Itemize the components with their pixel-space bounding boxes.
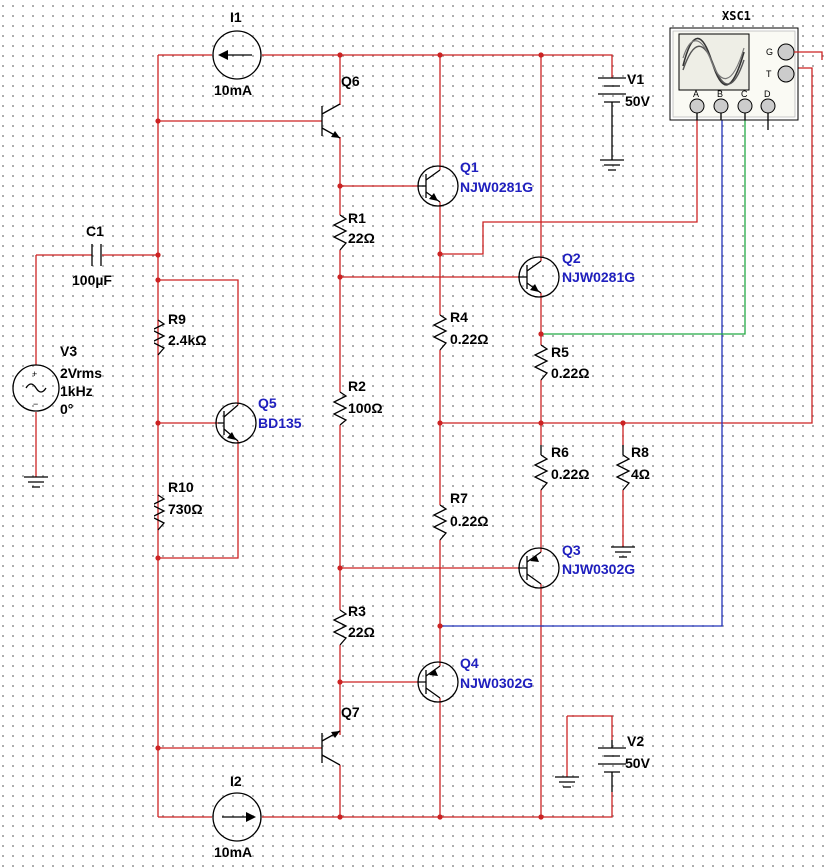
transistor-q5[interactable]: Q5 BD135 [215, 395, 302, 444]
r5-value: 0.22Ω [551, 365, 589, 381]
r8-value: 4Ω [631, 466, 650, 482]
current-source-i2[interactable]: I2 10mA [212, 773, 262, 860]
v2-ref: V2 [627, 733, 644, 749]
xsc1-terminal-g[interactable] [777, 43, 795, 61]
transistor-q7[interactable]: Q7 [321, 704, 360, 766]
transistor-q4[interactable]: Q4 NJW0302G [417, 655, 533, 703]
xsc1-ref: XSC1 [722, 9, 751, 23]
transistor-q6[interactable]: Q6 [321, 73, 360, 139]
v3-amplitude: 2Vrms [60, 365, 102, 381]
transistor-q1[interactable]: Q1 NJW0281G [417, 159, 533, 207]
oscilloscope-xsc1[interactable]: XSC1 G T A B C D [669, 9, 823, 130]
xsc1-port-t-label: T [766, 69, 772, 79]
svg-text:−: − [33, 399, 38, 409]
i2-value: 10mA [214, 844, 252, 860]
q3-model: NJW0302G [562, 561, 635, 577]
c1-value: 100µF [72, 272, 112, 288]
xsc1-terminal-t[interactable] [777, 65, 795, 83]
r4-ref: R4 [450, 309, 468, 325]
r10-value: 730Ω [168, 501, 203, 517]
v3-phase: 0° [60, 401, 73, 417]
resistor-bodies [150, 214, 631, 646]
xsc1-terminal-c[interactable] [737, 98, 753, 114]
r7-ref: R7 [450, 490, 468, 506]
xsc1-port-a-label: A [693, 89, 699, 99]
xsc1-port-d-label: D [764, 89, 771, 99]
r8-ref: R8 [631, 444, 649, 460]
xsc1-terminal-a[interactable] [689, 98, 705, 114]
q4-model: NJW0302G [460, 675, 533, 691]
q3-ref: Q3 [562, 542, 581, 558]
q2-ref: Q2 [562, 250, 581, 266]
dc-source-v1[interactable]: V1 50V [598, 71, 651, 171]
r3-value: 22Ω [348, 624, 375, 640]
r9-value: 2.4kΩ [168, 332, 206, 348]
xsc1-port-b-label: B [717, 89, 723, 99]
dc-source-v2[interactable]: V2 50V [598, 733, 651, 792]
wire-channel-b [440, 117, 723, 627]
xsc1-port-c-label: C [741, 89, 748, 99]
r9-ref: R9 [168, 311, 186, 327]
r7-value: 0.22Ω [450, 513, 488, 529]
r2-value: 100Ω [348, 400, 383, 416]
r1-ref: R1 [348, 210, 366, 226]
r6-ref: R6 [551, 444, 569, 460]
transistor-q3[interactable]: Q3 NJW0302G [518, 542, 635, 589]
i2-ref: I2 [230, 773, 242, 789]
wires [35, 54, 813, 818]
q4-ref: Q4 [460, 655, 479, 671]
i1-ref: I1 [230, 9, 242, 25]
transistor-q2[interactable]: Q2 NJW0281G [518, 250, 635, 298]
r1-value: 22Ω [348, 230, 375, 246]
q7-ref: Q7 [341, 704, 360, 720]
xsc1-terminal-b[interactable] [713, 98, 729, 114]
v1-ref: V1 [627, 71, 644, 87]
r3-ref: R3 [348, 603, 366, 619]
v3-frequency: 1kHz [60, 383, 93, 399]
q6-ref: Q6 [341, 73, 360, 89]
wire-channel-c [541, 117, 746, 335]
v1-value: 50V [625, 93, 651, 109]
resistor-labels: R1 22Ω R2 100Ω R3 22Ω R4 0.22Ω R5 0.22Ω … [168, 210, 650, 640]
ac-source-v3[interactable]: + − V3 2Vrms 1kHz 0° [12, 343, 102, 417]
r4-value: 0.22Ω [450, 331, 488, 347]
current-source-i1[interactable]: I1 10mA [212, 9, 262, 98]
q5-ref: Q5 [258, 395, 277, 411]
xsc1-port-g-label: G [766, 47, 773, 57]
i1-value: 10mA [214, 82, 252, 98]
r6-value: 0.22Ω [551, 466, 589, 482]
c1-ref: C1 [86, 223, 104, 239]
svg-text:+: + [32, 369, 37, 379]
q5-model: BD135 [258, 415, 302, 431]
r5-ref: R5 [551, 344, 569, 360]
q2-model: NJW0281G [562, 269, 635, 285]
v3-ref: V3 [60, 343, 77, 359]
ground-symbols [24, 476, 635, 788]
r2-ref: R2 [348, 378, 366, 394]
junctions [155, 52, 626, 820]
v2-value: 50V [625, 755, 651, 771]
r10-ref: R10 [168, 479, 194, 495]
q1-ref: Q1 [460, 159, 479, 175]
xsc1-terminal-d[interactable] [760, 98, 776, 114]
capacitor-c1[interactable]: C1 100µF [72, 223, 112, 288]
q1-model: NJW0281G [460, 179, 533, 195]
